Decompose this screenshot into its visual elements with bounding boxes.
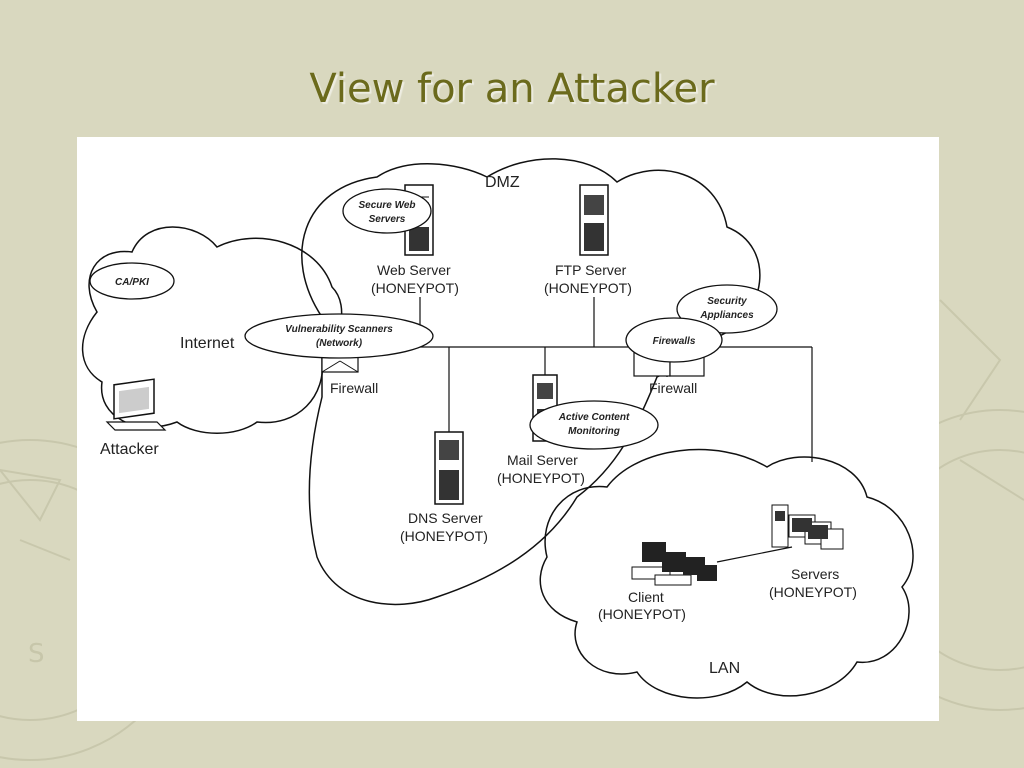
- callout-ca-pki-text: CA/PKI: [115, 277, 149, 288]
- callout-active-text-1: Active Content: [558, 412, 630, 423]
- callout-security-appliances: Security Appliances: [676, 284, 778, 334]
- client-tag: (HONEYPOT): [598, 606, 686, 622]
- dmz-cloud: [301, 158, 761, 606]
- dns-server-tag: (HONEYPOT): [400, 528, 488, 544]
- dmz-label: DMZ: [485, 174, 520, 191]
- dns-server-icon: [434, 431, 464, 505]
- callout-vuln-text-2: (Network): [316, 338, 363, 349]
- servers-tag: (HONEYPOT): [769, 584, 857, 600]
- servers-label: Servers: [791, 566, 839, 582]
- firewall-right-label: Firewall: [649, 380, 697, 396]
- internet-label: Internet: [180, 335, 235, 352]
- slide-title: View for an Attacker: [309, 66, 715, 112]
- servers-cluster-icon: [771, 504, 844, 550]
- ftp-server-tag: (HONEYPOT): [544, 280, 632, 296]
- callout-active-content-monitoring: Active Content Monitoring: [529, 400, 659, 450]
- callout-firewalls: Firewalls: [625, 317, 723, 363]
- web-server-label: Web Server: [377, 262, 451, 278]
- dns-server-label: DNS Server: [408, 510, 483, 526]
- mail-server-label: Mail Server: [507, 452, 578, 468]
- web-server-tag: (HONEYPOT): [371, 280, 459, 296]
- client-label: Client: [628, 589, 664, 605]
- svg-text:S: S: [28, 639, 45, 669]
- callout-security-text-2: Appliances: [699, 310, 754, 321]
- callout-security-text-1: Security: [707, 296, 747, 307]
- network-diagram: Firewall Firewall Attacker: [77, 137, 939, 721]
- callout-firewalls-text: Firewalls: [653, 336, 696, 347]
- callout-vuln-text-1: Vulnerability Scanners: [285, 324, 393, 335]
- attacker-computer-icon: [105, 378, 167, 431]
- firewall-left-label: Firewall: [330, 380, 378, 396]
- callout-secure-web-text-2: Servers: [369, 214, 406, 225]
- lan-cloud: [539, 448, 914, 699]
- callout-secure-web-servers: Secure Web Servers: [342, 188, 432, 234]
- callout-vulnerability-scanners: Vulnerability Scanners (Network): [244, 313, 434, 359]
- network-links: [367, 297, 813, 563]
- ftp-server-label: FTP Server: [555, 262, 627, 278]
- callout-active-text-2: Monitoring: [568, 426, 620, 437]
- mail-server-tag: (HONEYPOT): [497, 470, 585, 486]
- lan-label: LAN: [709, 660, 740, 677]
- client-computers-icon: [631, 542, 717, 586]
- callout-ca-pki: CA/PKI: [89, 262, 175, 300]
- ftp-server-icon: [579, 184, 609, 256]
- attacker-label: Attacker: [100, 441, 159, 458]
- callout-secure-web-text-1: Secure Web: [358, 200, 415, 211]
